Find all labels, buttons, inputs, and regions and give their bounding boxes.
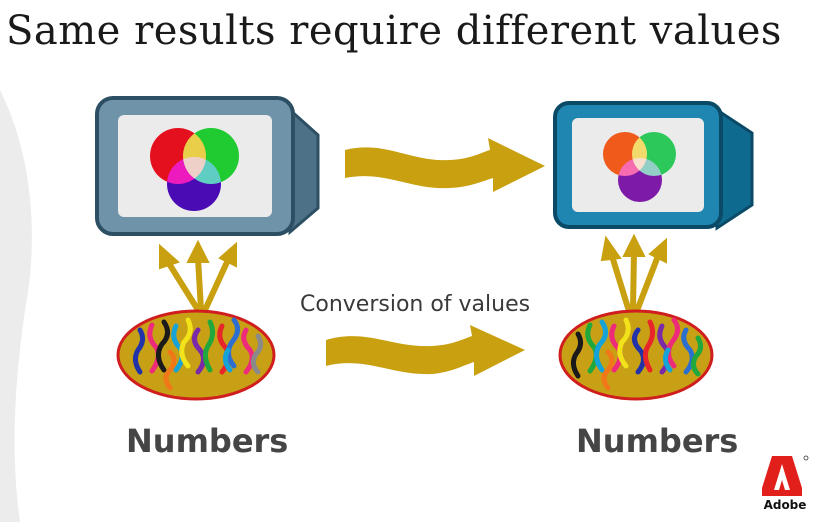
conversion-caption: Conversion of values [300,292,531,317]
arrow-icon [345,138,545,192]
adobe-logo: Adobe [760,454,810,514]
arrow-icon [326,325,525,376]
arrow-icon [600,233,667,311]
slide-title: Same results require different values [6,8,782,54]
adobe-logo-icon [762,455,809,496]
arrow-icon [159,239,237,313]
data-blob-icon [116,309,276,401]
left-numbers-label: Numbers [126,422,289,460]
data-blob-icon [558,309,714,401]
rgb-circles-icon [603,132,676,202]
right-numbers-label: Numbers [576,422,739,460]
rgb-circles-icon [150,128,239,211]
side-decoration [0,90,32,522]
brand-name: Adobe [763,498,807,512]
